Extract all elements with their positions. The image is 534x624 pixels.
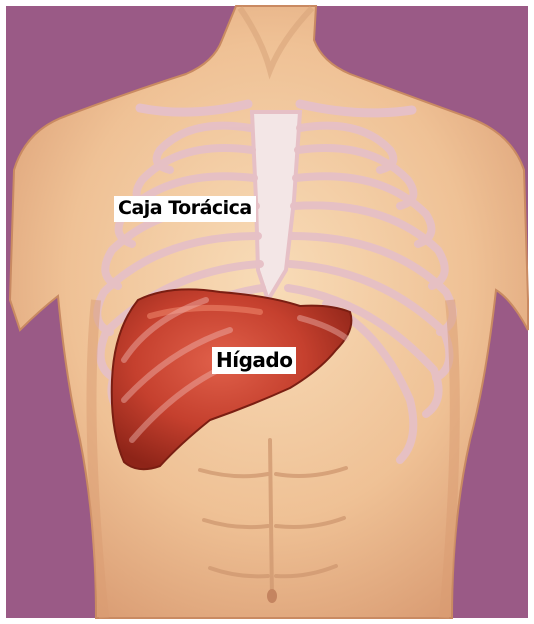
liver-label: Hígado	[212, 347, 296, 374]
rib-cage-label: Caja Torácica	[114, 196, 256, 222]
navel	[267, 589, 277, 603]
